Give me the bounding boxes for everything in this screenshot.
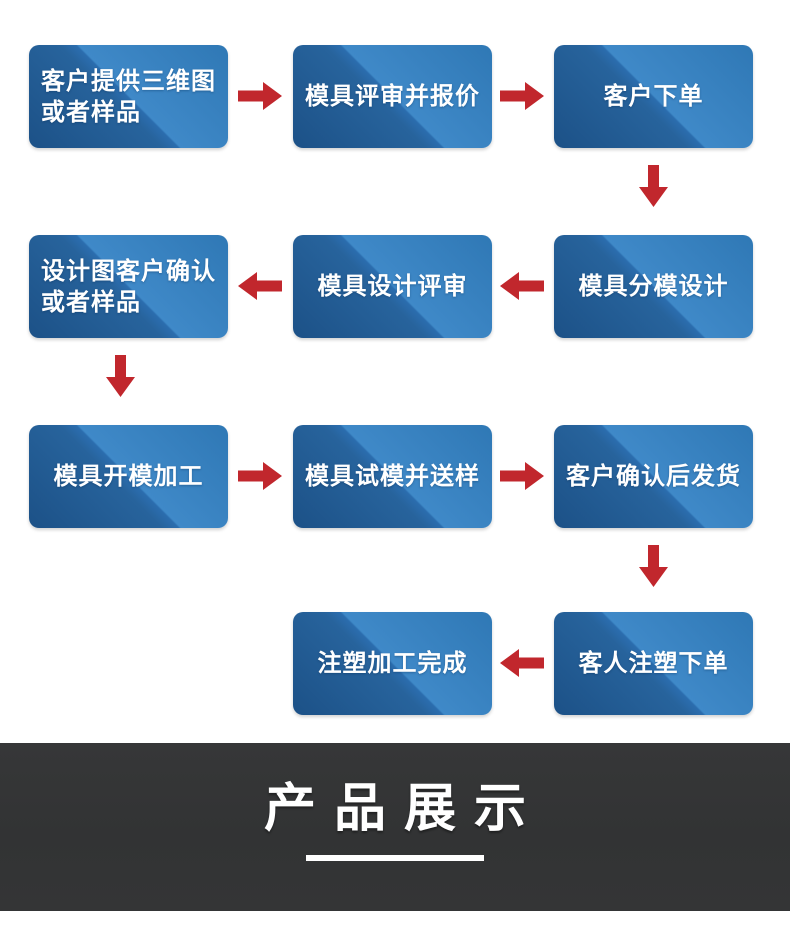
- flow-step-label: 客户确认后发货: [566, 463, 741, 490]
- arrow-left-icon: [500, 272, 544, 300]
- banner-underline: [306, 855, 484, 861]
- flow-step-label: 设计图客户确认 或者样品: [41, 257, 216, 316]
- arrow-right-icon: [238, 82, 282, 110]
- arrow-right-icon: [500, 462, 544, 490]
- process-flowchart: 客户提供三维图 或者样品 模具评审并报价 客户下单 设计图客户确认 或者样品 模…: [29, 45, 753, 715]
- flow-step-1: 客户提供三维图 或者样品: [29, 45, 228, 148]
- flow-step-label: 模具开模加工: [53, 463, 204, 490]
- flow-step-10: 注塑加工完成: [293, 612, 492, 715]
- product-display-banner: 产品展示: [0, 743, 790, 911]
- arrow-left-icon: [500, 649, 544, 677]
- flow-step-5: 模具设计评审: [293, 235, 492, 338]
- flow-step-label: 模具设计评审: [317, 273, 468, 300]
- flow-step-label: 客户下单: [603, 83, 704, 110]
- flow-step-6: 模具分模设计: [554, 235, 753, 338]
- flow-step-label: 模具评审并报价: [305, 83, 480, 110]
- arrow-down-icon: [639, 545, 668, 587]
- arrow-down-icon: [639, 165, 668, 207]
- arrow-right-icon: [500, 82, 544, 110]
- flow-step-8: 模具试模并送样: [293, 425, 492, 528]
- flow-step-9: 客户确认后发货: [554, 425, 753, 528]
- flow-step-label: 客户提供三维图 或者样品: [41, 67, 216, 126]
- flow-step-label: 客人注塑下单: [578, 650, 729, 677]
- flow-step-3: 客户下单: [554, 45, 753, 148]
- banner-title: 产品展示: [263, 780, 544, 838]
- flow-step-2: 模具评审并报价: [293, 45, 492, 148]
- flow-step-11: 客人注塑下单: [554, 612, 753, 715]
- flow-step-7: 模具开模加工: [29, 425, 228, 528]
- arrow-right-icon: [238, 462, 282, 490]
- arrow-down-icon: [106, 355, 135, 397]
- arrow-left-icon: [238, 272, 282, 300]
- flow-step-label: 注塑加工完成: [317, 650, 468, 677]
- flow-step-label: 模具分模设计: [578, 273, 729, 300]
- flow-step-4: 设计图客户确认 或者样品: [29, 235, 228, 338]
- flow-step-label: 模具试模并送样: [305, 463, 480, 490]
